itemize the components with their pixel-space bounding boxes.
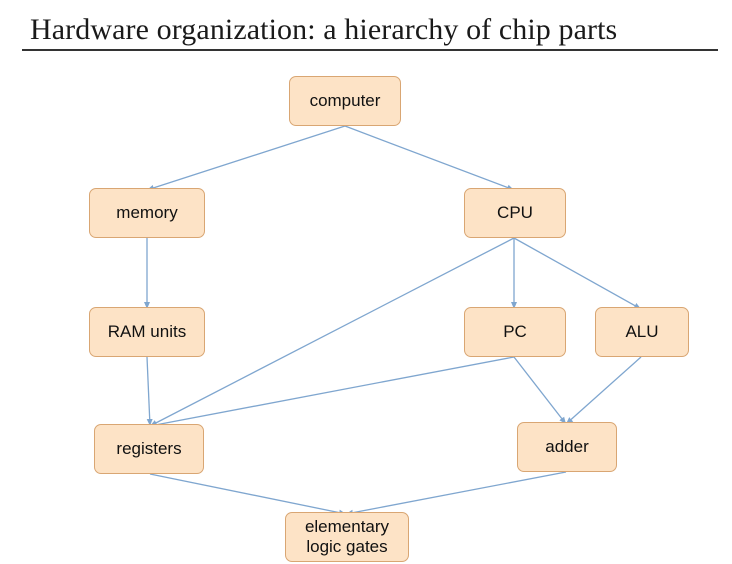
elementary-logic-gates-node: elementary logic gates xyxy=(285,512,409,562)
edge-alu-to-adder xyxy=(565,356,642,425)
edge-cpu-to-alu xyxy=(513,237,642,310)
registers-node: registers xyxy=(94,424,204,474)
alu-node: ALU xyxy=(595,307,689,357)
computer-node: computer xyxy=(289,76,401,126)
memory-node: memory xyxy=(89,188,205,238)
slide-title: Hardware organization: a hierarchy of ch… xyxy=(30,13,618,46)
ram-units-node: RAM units xyxy=(89,307,205,357)
cpu-node: CPU xyxy=(464,188,566,238)
edge-ram-units-to-registers xyxy=(146,356,153,427)
edge-computer-to-memory xyxy=(146,125,346,191)
edge-registers-to-elementary-logic-gates xyxy=(149,473,347,516)
adder-node: adder xyxy=(517,422,617,472)
title-underline xyxy=(22,49,718,51)
edge-computer-to-cpu xyxy=(344,125,515,191)
pc-node: PC xyxy=(464,307,566,357)
edge-pc-to-registers xyxy=(149,356,515,428)
edge-cpu-to-registers xyxy=(149,237,515,427)
edge-adder-to-elementary-logic-gates xyxy=(345,471,567,516)
edge-pc-to-adder xyxy=(513,356,567,425)
